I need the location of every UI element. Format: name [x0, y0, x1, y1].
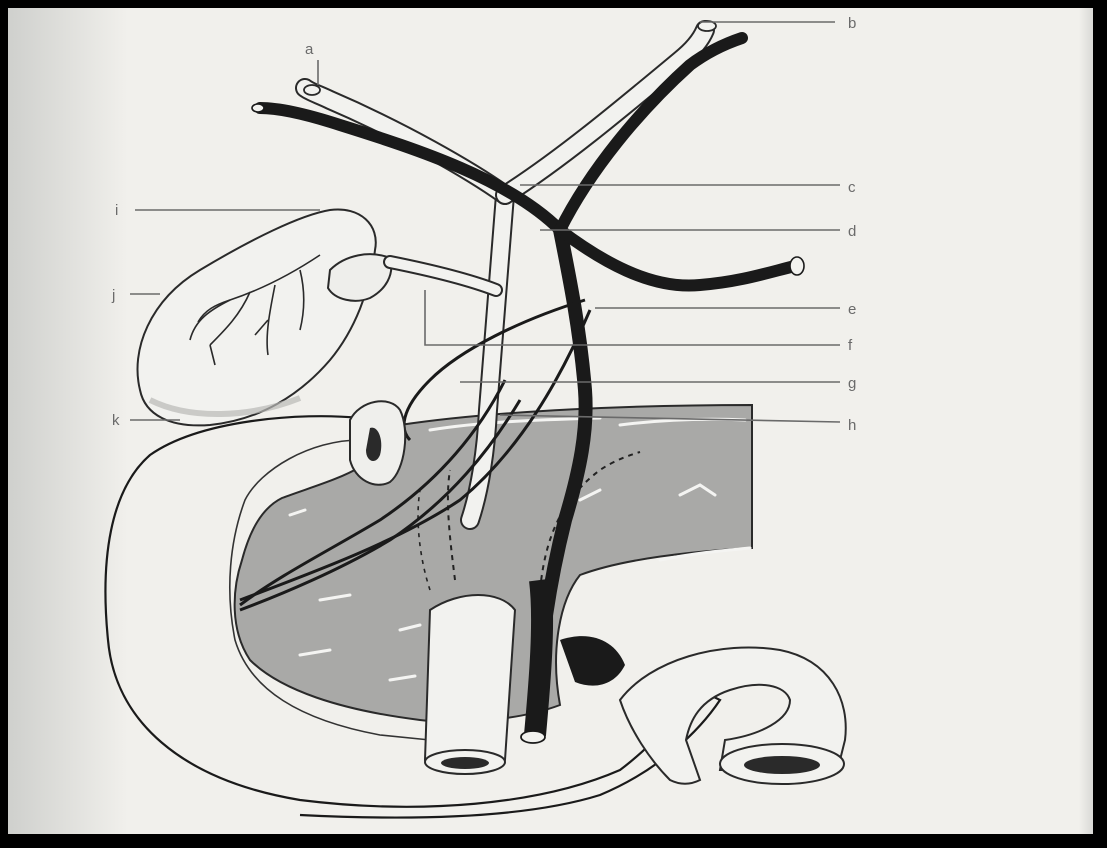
- vessel-end-cap: [790, 257, 804, 275]
- gallbladder: [138, 209, 376, 425]
- label-c: c: [848, 179, 856, 196]
- label-e: e: [848, 301, 856, 318]
- superior-mesenteric-vein: [535, 580, 542, 735]
- label-j: j: [111, 287, 115, 304]
- label-h: h: [848, 417, 856, 434]
- tube-lumen: [441, 757, 489, 769]
- label-f: f: [848, 337, 853, 354]
- tube-lumen: [744, 756, 820, 774]
- label-a: a: [305, 41, 314, 58]
- label-i: i: [115, 202, 118, 219]
- label-b: b: [848, 15, 856, 32]
- anatomy-diagram: a b c d e f g h i j k: [8, 8, 1093, 834]
- bowel-tube-left: [425, 595, 515, 768]
- vessel-end-cap: [252, 104, 264, 112]
- duct-end-cap: [304, 85, 320, 95]
- vessel-end-cap: [521, 731, 545, 743]
- diagram-plate: a b c d e f g h i j k: [8, 8, 1093, 834]
- label-k: k: [112, 412, 120, 429]
- label-g: g: [848, 375, 856, 392]
- mesenteric-branch: [560, 636, 625, 685]
- label-d: d: [848, 223, 856, 240]
